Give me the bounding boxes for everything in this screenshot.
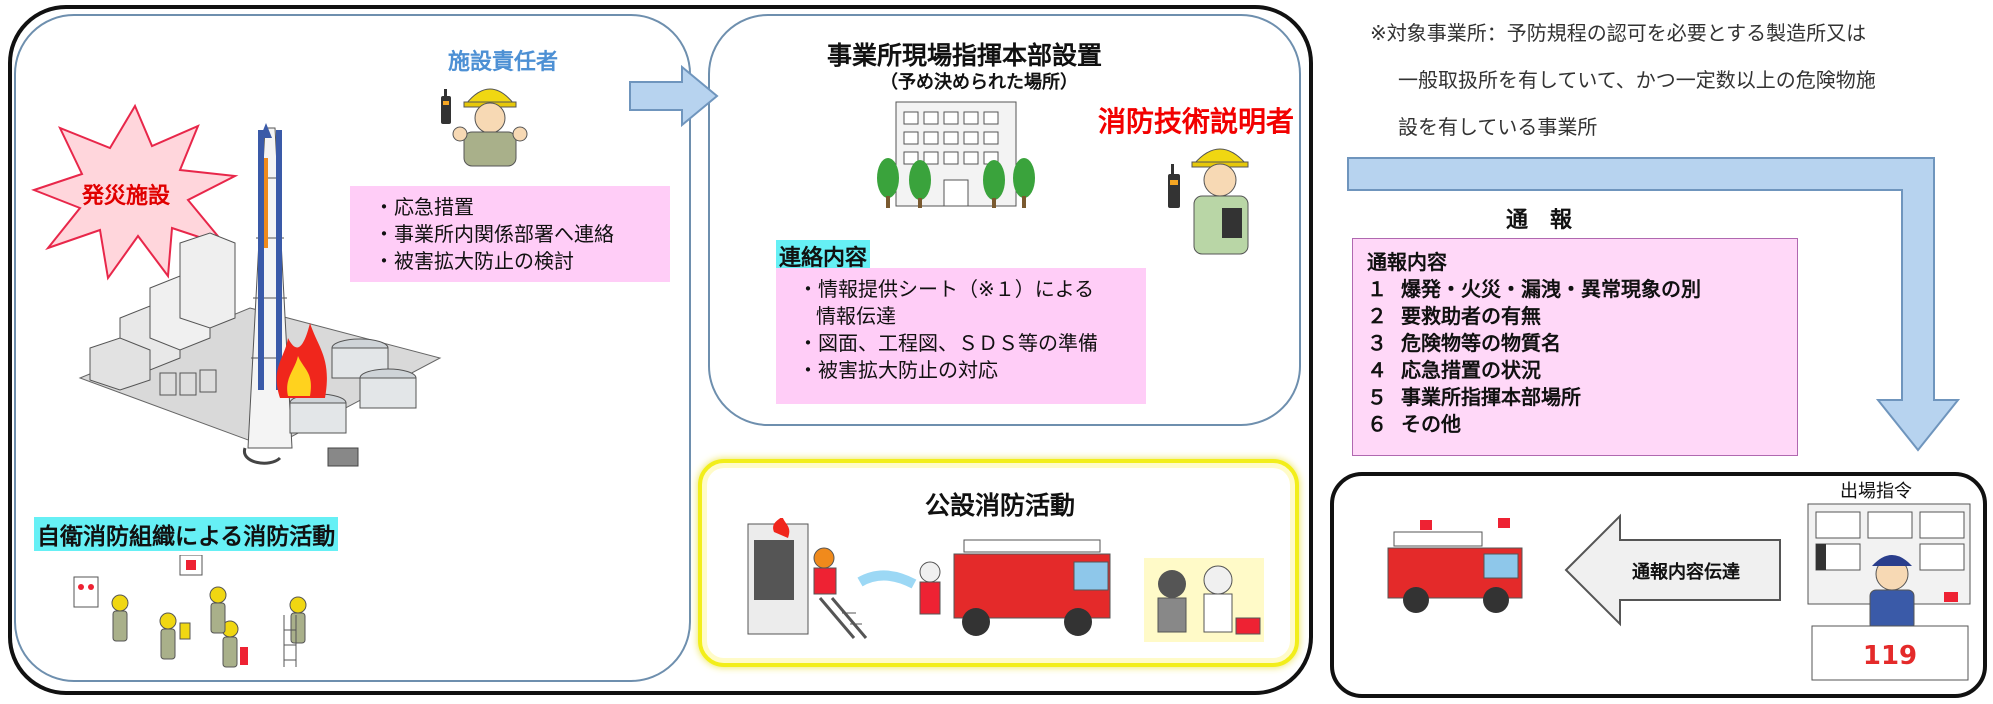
contact-items-box: ・情報提供シート（※１）による 情報伝達 ・図面、工程図、ＳＤＳ等の準備 ・被害…: [776, 268, 1146, 404]
manager-illustration: [440, 76, 530, 168]
contact-item: ・情報提供シート（※１）による: [798, 277, 1095, 301]
dispatch-panel: [1330, 472, 1987, 698]
flow-arrow-right: [628, 64, 720, 128]
workers-illustration: [70, 555, 330, 673]
fire-truck-illustration: [1380, 508, 1530, 618]
contact-heading: 連絡内容: [776, 240, 871, 272]
note-line: ※対象事業所：予防規程の認可を必要とする製造所又は: [1370, 21, 1867, 45]
manager-action-item: ・被害拡大防止の検討: [374, 249, 574, 273]
manager-action-item: ・事業所内関係部署へ連絡: [374, 222, 614, 246]
office-building-illustration: [876, 100, 1036, 210]
report-heading: 通 報: [1506, 208, 1573, 233]
dispatcher-illustration: 119: [1804, 500, 1974, 682]
outer-frame: [8, 5, 1313, 695]
facility-manager-title: 施設責任者: [448, 50, 559, 75]
note-block: ※対象事業所：予防規程の認可を必要とする製造所又は 一般取扱所を有していて、かつ…: [1370, 10, 1876, 151]
dispatch-label: 出場指令: [1840, 481, 1912, 502]
burst-shape: [30, 98, 240, 283]
firefighting-illustration: [744, 518, 1274, 648]
transmit-label: 通報内容伝達: [1632, 562, 1740, 583]
hq-title: 事業所現場指揮本部設置: [827, 41, 1103, 70]
note-line: 設を有している事業所: [1398, 115, 1598, 139]
dispatch-phone: 119: [1863, 641, 1917, 671]
explainer-illustration: [1160, 134, 1260, 258]
manager-actions-box: ・応急措置 ・事業所内関係部署へ連絡 ・被害拡大防止の検討: [350, 186, 670, 282]
transmit-arrow: [1564, 512, 1782, 628]
public-fire-title: 公設消防活動: [925, 491, 1076, 520]
hq-panel: [708, 14, 1301, 426]
plant-illustration: [70, 118, 450, 478]
manager-action-item: ・応急措置: [374, 195, 474, 219]
contact-item: ・図面、工程図、ＳＤＳ等の準備: [798, 331, 1098, 355]
self-defense-label: 自衛消防組織による消防活動: [34, 517, 339, 551]
contact-item: 情報伝達: [816, 304, 896, 328]
hq-subtitle: （予め決められた場所）: [880, 72, 1078, 93]
contact-item: ・被害拡大防止の対応: [798, 358, 998, 382]
note-line: 一般取扱所を有していて、かつ一定数以上の危険物施: [1398, 68, 1876, 92]
report-flow-arrow: [1346, 154, 1966, 454]
facility-panel: [14, 14, 691, 682]
tech-explainer-title: 消防技術説明者: [1098, 105, 1295, 138]
burst-label: 発災施設: [82, 184, 171, 209]
report-box-title: 通報内容: [1367, 250, 1447, 274]
